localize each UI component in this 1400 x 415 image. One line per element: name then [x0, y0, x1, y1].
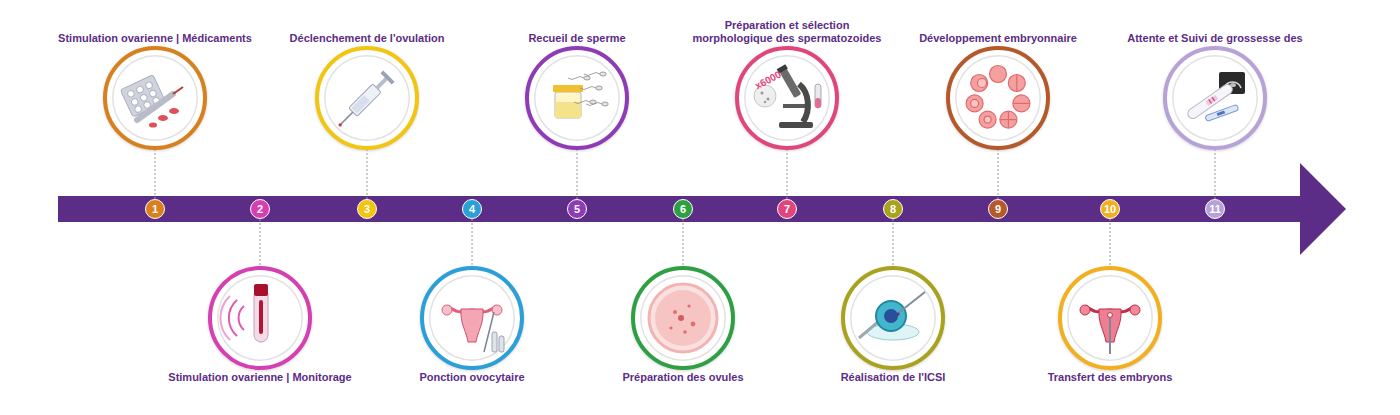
- step-number: 8: [883, 199, 903, 219]
- step-circle: Ponction ovocytaire: [420, 266, 524, 370]
- step-label: Transfert des embryons: [1008, 371, 1213, 384]
- step-circle: Stimulation ovarienne | Médicaments: [103, 46, 207, 150]
- step-label: Développement embryonnaire: [896, 32, 1101, 45]
- timeline-arrowhead: [1300, 163, 1346, 255]
- step-label: Stimulation ovarienne | Médicaments: [53, 32, 258, 45]
- step-label: Déclenchement de l'ovulation: [265, 32, 470, 45]
- step-number: 5: [567, 199, 587, 219]
- step-number: 7: [777, 199, 797, 219]
- step-number: 4: [462, 199, 482, 219]
- leader-line: [683, 219, 684, 266]
- step-label: Attente et Suivi de grossesse des: [1113, 32, 1318, 45]
- step-circle: Préparation des ovules: [631, 266, 735, 370]
- step-label: Ponction ovocytaire: [370, 371, 575, 384]
- step-number: 1: [145, 199, 165, 219]
- leader-line: [155, 150, 156, 199]
- leader-line: [787, 150, 788, 199]
- step-circle: Préparation et sélection morphologique d…: [735, 46, 839, 150]
- leader-line: [1215, 150, 1216, 199]
- callout-number: 5: [574, 203, 580, 215]
- leader-line: [260, 219, 261, 266]
- step-circle: Transfert des embryons: [1058, 266, 1162, 370]
- step-label: Stimulation ovarienne | Monitorage: [158, 371, 363, 384]
- step-circle: Recueil de sperme: [525, 46, 629, 150]
- callout-number: 10: [1104, 203, 1116, 215]
- callout-number: 6: [680, 203, 686, 215]
- callout-number: 11: [1209, 203, 1221, 215]
- step-label: Préparation des ovules: [581, 371, 786, 384]
- step-circle: Développement embryonnaire: [946, 46, 1050, 150]
- step-label: Réalisation de l'ICSI: [791, 371, 996, 384]
- step-number: 9: [988, 199, 1008, 219]
- leader-line: [998, 150, 999, 199]
- step-circle: Réalisation de l'ICSI: [841, 266, 945, 370]
- step-number: 10: [1100, 199, 1120, 219]
- step-number: 6: [673, 199, 693, 219]
- step-number: 3: [357, 199, 377, 219]
- step-circle: Stimulation ovarienne | Monitorage: [208, 266, 312, 370]
- leader-line: [893, 219, 894, 266]
- callout-number: 2: [257, 203, 263, 215]
- callout-number: 7: [784, 203, 790, 215]
- callout-number: 4: [469, 203, 475, 215]
- leader-line: [577, 150, 578, 199]
- callout-number: 8: [890, 203, 896, 215]
- callout-number: 1: [152, 203, 158, 215]
- step-circle: Attente et Suivi de grossesse des: [1163, 46, 1267, 150]
- step-number: 2: [250, 199, 270, 219]
- leader-line: [472, 219, 473, 266]
- timeline-band: [58, 196, 1302, 222]
- step-number: 11: [1205, 199, 1225, 219]
- step-circle: Déclenchement de l'ovulation: [315, 46, 419, 150]
- callout-number: 3: [364, 203, 370, 215]
- leader-line: [367, 150, 368, 199]
- step-label: Préparation et sélection morphologique d…: [685, 19, 890, 45]
- leader-line: [1110, 219, 1111, 266]
- step-label: Recueil de sperme: [475, 32, 680, 45]
- callout-number: 9: [995, 203, 1001, 215]
